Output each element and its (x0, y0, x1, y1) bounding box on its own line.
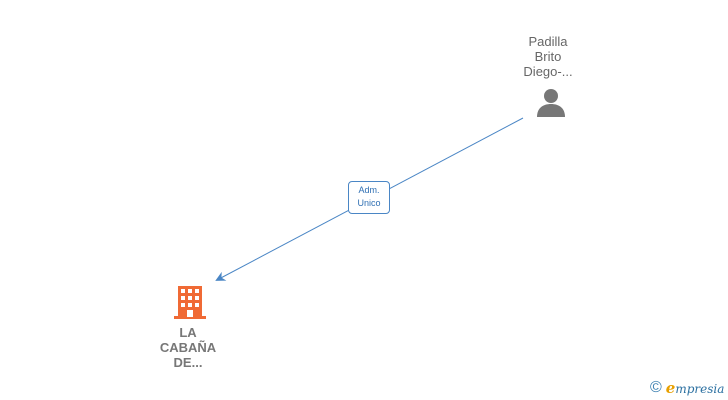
brand-logo: empresia (666, 380, 725, 397)
person-name-line-2: Brito (534, 49, 562, 64)
edge-role-line-1: Adm. (358, 185, 380, 195)
company-name-line-1: LA (179, 325, 197, 340)
edge-role-line-2: Unico (357, 198, 381, 208)
brand-logo-text: mpresia (675, 381, 725, 396)
person-name-line-3: Diego-... (523, 64, 573, 79)
person-name-line-1: Padilla (528, 34, 568, 49)
person-node-label[interactable]: Padilla Brito Diego-... (508, 34, 588, 79)
building-icon[interactable] (173, 284, 207, 320)
brand-footer[interactable]: © empresia (650, 378, 724, 398)
brand-logo-initial: e (665, 378, 676, 397)
company-name-line-3: DE... (173, 355, 203, 370)
copyright-icon: © (650, 379, 662, 396)
edge-role-label[interactable]: Adm. Unico (348, 181, 390, 214)
company-name-line-2: CABAÑA (159, 340, 217, 355)
person-icon[interactable] (535, 87, 567, 119)
company-node-label[interactable]: LA CABAÑA DE... (148, 325, 228, 370)
